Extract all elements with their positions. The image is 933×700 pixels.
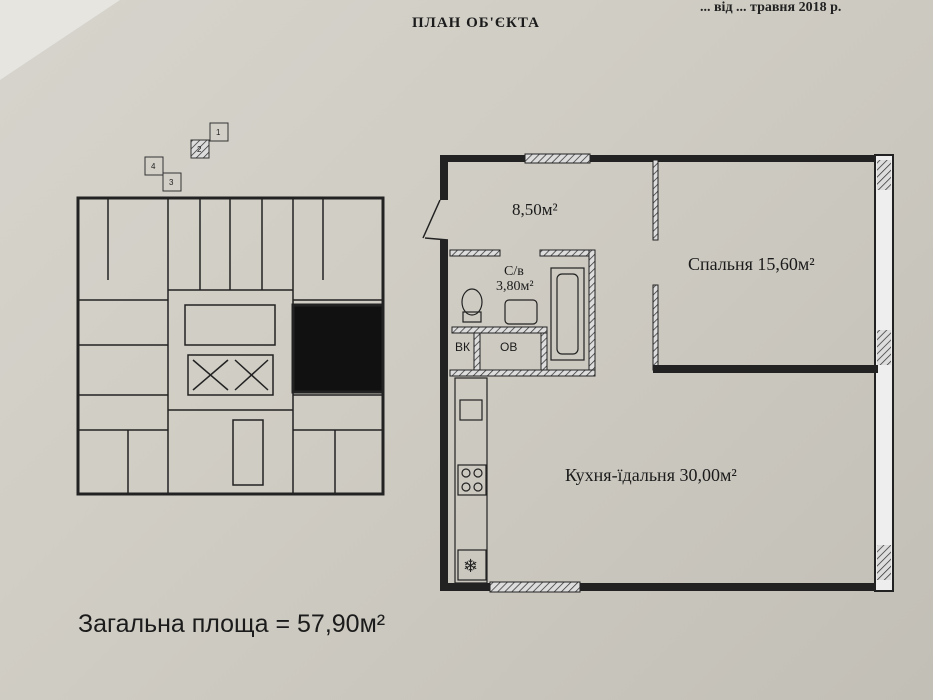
hall-area: 8,50м² (512, 200, 558, 219)
kitchen-sink-icon (459, 399, 483, 421)
building-floor-plan (76, 196, 385, 496)
stove-icon (457, 464, 487, 496)
wall-bottom (440, 583, 890, 591)
section-key (144, 122, 229, 192)
total-area: Загальна площа = 57,90м² (78, 610, 386, 638)
bathtub-icon (550, 267, 585, 361)
wall-left (440, 240, 448, 590)
section-2: 2 (197, 145, 202, 154)
bathroom-area: 3,80м² (496, 279, 534, 294)
kitchen-label: Кухня-їдальня 30,00м² (565, 465, 737, 485)
section-1: 1 (216, 128, 221, 137)
entry-door (422, 199, 449, 241)
sink-icon (504, 299, 538, 325)
section-4: 4 (151, 162, 156, 171)
apartment-plan: ❄ (422, 153, 894, 593)
header-note: ... від ... травня 2018 р. (700, 0, 842, 15)
wall-top (440, 155, 890, 162)
bathroom-name: С/в (504, 264, 524, 279)
section-3: 3 (169, 178, 174, 187)
bk-label: ВК (455, 340, 470, 354)
paper-fold (0, 0, 120, 80)
page-title: ПЛАН ОБ'ЄКТА (412, 15, 540, 31)
toilet-icon (461, 288, 483, 316)
fridge-icon (457, 549, 487, 581)
ov-label: ОВ (500, 340, 518, 354)
snowflake-icon: ❄ (463, 556, 478, 576)
bedroom-label: Спальня 15,60м² (688, 254, 815, 274)
